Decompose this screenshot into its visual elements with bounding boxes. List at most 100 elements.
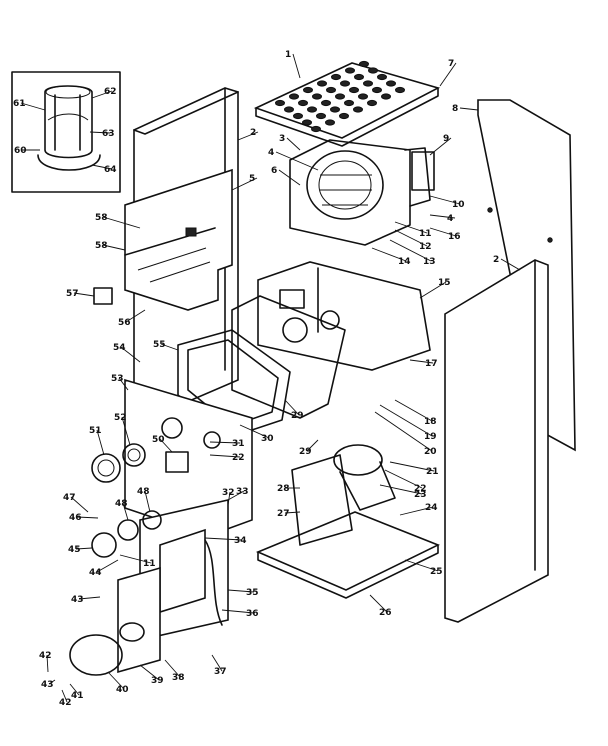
leader-line-l42a <box>46 654 49 673</box>
callout-l23: 23 <box>414 490 427 500</box>
grille-hole <box>372 86 382 94</box>
leader-line-l39 <box>139 664 160 681</box>
callout-l18: 18 <box>424 417 437 427</box>
leader-line-l48a <box>122 502 129 521</box>
leader-line-l45 <box>75 547 93 550</box>
leader-line-l18 <box>394 399 433 422</box>
leader-line-l55 <box>160 343 179 351</box>
grille-hole <box>303 86 313 94</box>
callout-l8: 8 <box>452 104 458 114</box>
leader-line-l33 <box>227 490 245 501</box>
callout-l43a: 43 <box>41 680 54 690</box>
leader-line-l17 <box>409 359 434 364</box>
callout-l13: 13 <box>423 257 436 267</box>
grille-hole <box>349 86 359 94</box>
callout-l57: 57 <box>66 289 79 299</box>
leader-line-l30 <box>239 424 270 439</box>
callout-l30: 30 <box>261 434 274 444</box>
callout-l10: 10 <box>452 200 465 210</box>
callout-l5: 5 <box>249 174 255 184</box>
callout-l56: 56 <box>118 318 131 328</box>
grille-hole <box>386 80 396 87</box>
leader-line-l54 <box>120 346 141 363</box>
callout-l43b: 43 <box>71 595 84 605</box>
leader-line-l2a <box>237 131 259 141</box>
grille-hole <box>317 80 327 87</box>
grille-hole <box>340 80 350 87</box>
callout-l12: 12 <box>419 242 432 252</box>
callout-l19: 19 <box>424 432 437 442</box>
grille-hole <box>381 93 391 100</box>
grille-hole <box>354 73 364 81</box>
leader-line-l6 <box>278 169 301 186</box>
leader-line-l47 <box>70 496 89 513</box>
callout-l26: 26 <box>379 608 392 618</box>
callout-l40: 40 <box>116 685 129 695</box>
leader-line-l4b <box>429 214 456 219</box>
leader-line-l19 <box>379 404 433 437</box>
grille-hole <box>339 112 349 120</box>
leader-line-l9 <box>429 137 452 156</box>
callout-l28: 28 <box>277 484 290 494</box>
leader-line-l10 <box>429 195 461 205</box>
grille-hole <box>312 93 322 100</box>
callout-l61: 61 <box>13 99 26 109</box>
grille-hole <box>275 99 285 107</box>
leader-line-l11 <box>394 221 428 234</box>
callout-l64: 64 <box>104 165 117 175</box>
leader-line-l8 <box>459 107 479 111</box>
leader-line-l21 <box>389 461 435 472</box>
callout-l32: 32 <box>222 488 235 498</box>
callout-l33: 33 <box>236 487 249 497</box>
callout-l25: 25 <box>430 567 443 577</box>
callout-l21: 21 <box>426 467 439 477</box>
leader-line-l29b <box>284 399 300 416</box>
grille-hole <box>289 93 299 100</box>
leader-line-l23 <box>379 484 423 495</box>
leader-line-l4a <box>275 151 319 171</box>
leader-line-l61 <box>20 102 46 111</box>
grille-hole <box>293 112 303 120</box>
grille-hole <box>298 99 308 107</box>
leader-line-l14 <box>371 247 407 262</box>
callout-l63: 63 <box>102 129 115 139</box>
leader-line-l5 <box>231 177 258 191</box>
leader-line-l34 <box>204 537 243 541</box>
leader-line-l42b <box>61 689 68 703</box>
leader-line-l64 <box>91 164 113 170</box>
callout-l42a: 42 <box>39 651 52 661</box>
leader-line-l27 <box>284 511 301 514</box>
leader-line-l57 <box>73 292 95 297</box>
leader-line-l62 <box>91 90 113 99</box>
leader-line-l58b <box>102 244 126 251</box>
gasket-frames <box>177 295 346 439</box>
callout-l36: 36 <box>246 609 259 619</box>
callout-l11b: 11 <box>143 559 156 569</box>
leader-line-l52 <box>121 416 131 446</box>
leader-line-l58a <box>102 216 141 229</box>
callout-l7: 7 <box>448 59 454 69</box>
leader-line-l15 <box>419 281 447 299</box>
callout-l58a: 58 <box>95 213 108 223</box>
grille-hole <box>316 112 326 120</box>
callout-l37: 37 <box>214 667 227 677</box>
leader-line-l41 <box>69 683 80 696</box>
callout-l31: 31 <box>232 439 245 449</box>
callout-l1: 1 <box>285 50 291 60</box>
callout-l29b: 29 <box>291 411 304 421</box>
callout-l62: 62 <box>104 87 117 97</box>
leader-line-l7 <box>439 62 457 87</box>
heat-exchanger <box>257 261 431 371</box>
callout-l20: 20 <box>424 447 437 457</box>
callout-l17: 17 <box>425 359 438 369</box>
grille-hole <box>353 106 363 113</box>
grille-hole <box>321 99 331 107</box>
callout-l3: 3 <box>279 134 285 144</box>
grille-hole <box>345 67 355 74</box>
callout-l27: 27 <box>277 509 290 519</box>
callout-l51: 51 <box>89 426 102 436</box>
callout-l16: 16 <box>448 232 461 242</box>
leader-line-l37 <box>211 654 223 672</box>
lower-assembly <box>117 498 229 674</box>
